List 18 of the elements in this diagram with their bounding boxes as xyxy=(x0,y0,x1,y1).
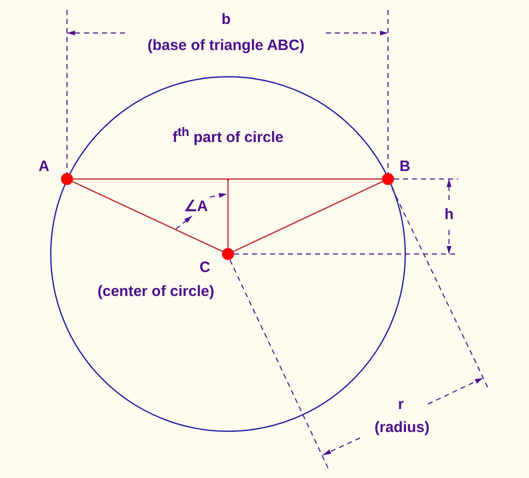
region-label: f$^{th}$ part of circle xyxy=(172,124,284,147)
point-label: C xyxy=(200,259,210,277)
dimension-label: h xyxy=(444,206,454,224)
point-label: A xyxy=(38,158,50,176)
triangle-side xyxy=(72,181,223,252)
triangle-side xyxy=(233,181,383,252)
point-label: (center of circle) xyxy=(98,283,214,301)
point-marker xyxy=(227,179,229,181)
point-dot xyxy=(61,173,73,185)
dimension-label: (base of triangle ABC) xyxy=(148,37,304,55)
angle-label: ∠A xyxy=(184,198,208,216)
dimension-label: r xyxy=(398,396,404,414)
triangle-side xyxy=(227,181,229,248)
point-dot xyxy=(222,248,234,260)
point-label: B xyxy=(400,158,410,176)
dimension-label: b xyxy=(222,11,231,29)
triangle-side xyxy=(73,178,382,180)
dimension-label: (radius) xyxy=(374,419,430,437)
